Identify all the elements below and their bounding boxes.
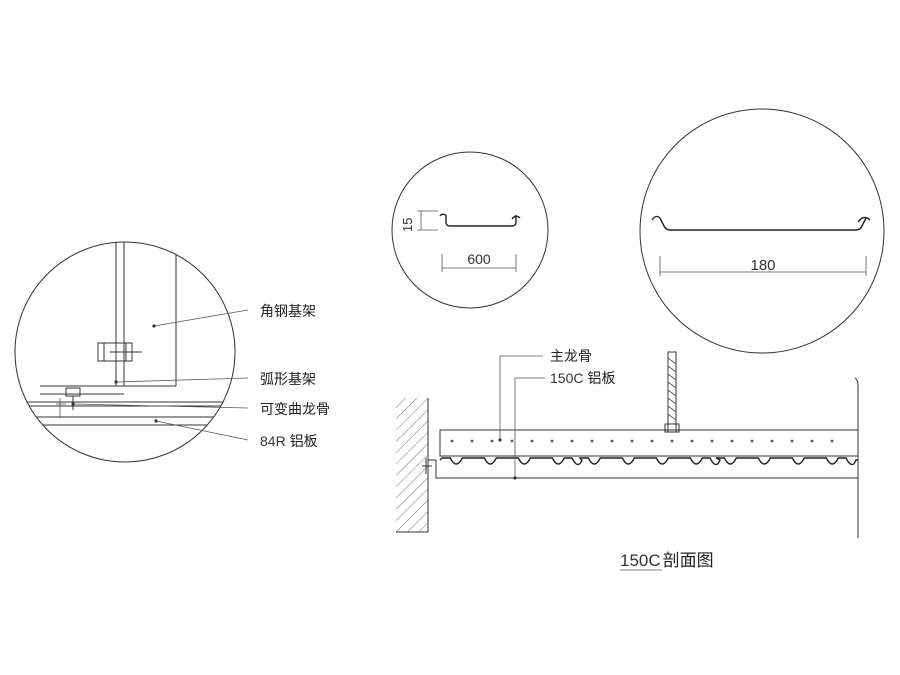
wall-clip xyxy=(428,459,440,479)
keel-hole xyxy=(570,439,574,443)
keel-hole xyxy=(750,439,754,443)
panel-150c-profile xyxy=(439,457,858,466)
label-arc-frame: 弧形基架 xyxy=(260,371,316,388)
left-detail-circle xyxy=(14,241,236,463)
keel-hole xyxy=(490,439,494,443)
keel-hole xyxy=(450,439,454,443)
large-width-dim: 180 xyxy=(750,257,775,274)
keel-hole xyxy=(710,439,714,443)
keel-hole xyxy=(810,439,814,443)
label-angle-frame: 角钢基架 xyxy=(260,303,316,320)
keel-holes xyxy=(450,439,834,443)
keel-hole xyxy=(550,439,554,443)
keel-hole xyxy=(610,439,614,443)
keel-hole xyxy=(790,439,794,443)
keel-hole xyxy=(770,439,774,443)
hanger-rod xyxy=(667,351,677,433)
wall-hatch xyxy=(396,398,428,532)
keel-hole xyxy=(530,439,534,443)
label-flex-keel: 可变曲龙骨 xyxy=(260,402,330,418)
label-150c-suffix: 铝板 xyxy=(587,371,615,387)
label-84r-suffix: 铝板 xyxy=(290,434,318,450)
keel-hole xyxy=(650,439,654,443)
keel-hole xyxy=(690,439,694,443)
label-84r-code: 84R xyxy=(260,433,286,449)
small-profile-detail: 15 600 xyxy=(391,151,549,309)
clip-bolt xyxy=(65,387,81,397)
keel-hole xyxy=(470,439,474,443)
large-profile-detail: 180 xyxy=(639,108,885,354)
keel-hole xyxy=(630,439,634,443)
label-main-keel: 主龙骨 xyxy=(550,349,592,365)
keel-hole xyxy=(670,439,674,443)
large-panel-profile xyxy=(659,216,871,231)
keel-hole xyxy=(510,439,514,443)
main-keel-band xyxy=(439,429,859,457)
left-detail-contents xyxy=(15,242,235,426)
hanger-clip xyxy=(664,423,680,433)
keel-hole xyxy=(730,439,734,443)
large-detail-circle xyxy=(639,108,885,354)
label-150c-code: 150C xyxy=(550,370,583,386)
keel-hole xyxy=(830,439,834,443)
right-boundary xyxy=(854,377,859,538)
section-title-code: 150C xyxy=(620,551,661,570)
small-panel-profile xyxy=(445,215,521,227)
section-title-suffix: 剖面图 xyxy=(663,551,714,571)
small-width-dim: 600 xyxy=(467,251,491,267)
keel-hole xyxy=(590,439,594,443)
small-height-dim: 15 xyxy=(400,218,415,232)
small-detail-circle xyxy=(391,151,549,309)
